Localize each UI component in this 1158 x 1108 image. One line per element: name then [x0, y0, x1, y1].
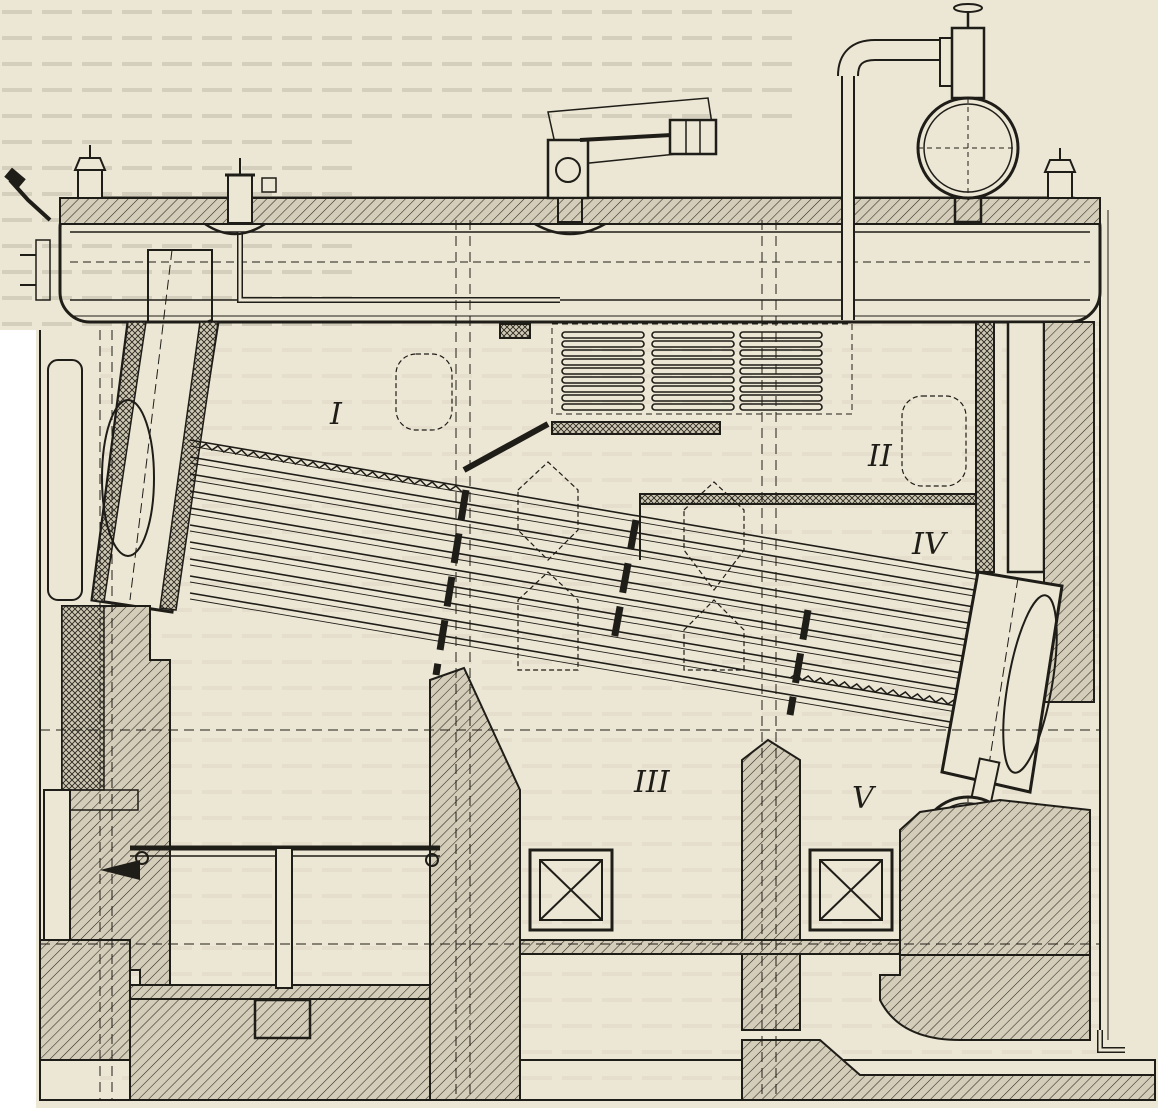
- water-tube-wall: [189, 581, 981, 717]
- lever-safety-valve: [546, 97, 718, 223]
- superheater-coil-loop: [739, 349, 823, 357]
- feed-valve: [225, 158, 277, 224]
- superheater-coil-loop: [561, 394, 645, 402]
- superheater-coil-loop: [651, 394, 735, 402]
- water-tube: [189, 456, 981, 592]
- bleed-through-text-top: [360, 0, 800, 120]
- zone-label-3: III: [633, 765, 671, 800]
- furnace-grate: [100, 845, 440, 989]
- safety-valve-left: [73, 145, 107, 199]
- baffle-upper: [462, 323, 721, 473]
- water-tube: [189, 490, 981, 626]
- superheater-coil-loop: [739, 331, 823, 339]
- water-tube-wall: [189, 462, 981, 598]
- superheater-coil-loop: [739, 385, 823, 393]
- rear-header: [940, 570, 1064, 817]
- water-gauge: [4, 167, 52, 301]
- steam-separator: [837, 3, 1020, 320]
- water-tube-wall: [189, 479, 981, 615]
- superheater-coil-loop: [651, 358, 735, 366]
- zone-label-1: I: [329, 397, 343, 432]
- superheater-coil-loop: [561, 385, 645, 393]
- superheater-coil-loop: [561, 340, 645, 348]
- water-tube-wall: [189, 513, 981, 649]
- superheater-coil-loop: [651, 403, 735, 411]
- bleed-through-text-left: [0, 0, 360, 330]
- superheater: [551, 323, 853, 415]
- soot-blower-nozzles: [395, 353, 967, 671]
- brick-setting: [39, 330, 1156, 1101]
- superheater-coil-loop: [561, 376, 645, 384]
- water-tube: [189, 473, 981, 609]
- baffle-dividers: [432, 489, 812, 716]
- superheater-coil-loop: [561, 367, 645, 375]
- buckstays: [40, 220, 1100, 1100]
- superheater-coil-loop: [739, 367, 823, 375]
- superheater-coil-loop: [739, 358, 823, 366]
- water-tube-wall: [189, 598, 981, 734]
- water-tube-wall: [189, 530, 981, 666]
- superheater-coil-loop: [651, 331, 735, 339]
- superheater-coil-loop: [739, 376, 823, 384]
- water-tube: [189, 524, 981, 660]
- superheater-coil-loop: [739, 340, 823, 348]
- superheater-coil-loop: [739, 403, 823, 411]
- zone-label-4: IV: [911, 527, 949, 562]
- superheater-coil-loop: [651, 385, 735, 393]
- superheater-coil-loop: [561, 403, 645, 411]
- superheater-coil-loop: [651, 376, 735, 384]
- water-tube: [189, 575, 981, 711]
- superheater-coil-loop: [739, 394, 823, 402]
- zone-label-2: II: [867, 439, 893, 474]
- water-tube: [189, 439, 981, 575]
- safety-valve-right: [1043, 148, 1077, 199]
- rear-uptake: [975, 210, 1125, 1053]
- superheater-coil-loop: [651, 349, 735, 357]
- superheater-coil-loop: [561, 349, 645, 357]
- front-header: [90, 249, 220, 614]
- tube-zig-zag-lower: [789, 673, 961, 707]
- superheater-coil-loop: [651, 367, 735, 375]
- cleaning-door-1: [528, 848, 614, 932]
- cleaning-door-2: [808, 848, 894, 932]
- water-tube-wall: [189, 445, 981, 581]
- furnace-front: [43, 359, 139, 941]
- scan-crop: [0, 330, 36, 1108]
- superheater-coil-loop: [561, 331, 645, 339]
- superheater-coil-loop: [561, 358, 645, 366]
- water-tube-wall: [189, 564, 981, 700]
- superheater-coil-loop: [651, 340, 735, 348]
- water-tube-wall: [189, 496, 981, 632]
- water-tube: [189, 541, 981, 677]
- water-tube-bank: [189, 439, 981, 734]
- water-tube-wall: [189, 547, 981, 683]
- water-tube: [189, 558, 981, 694]
- superheater-coils: [561, 331, 823, 411]
- zone-label-5: V: [852, 781, 877, 816]
- tube-zig-zag-upper: [199, 443, 463, 493]
- water-tube: [189, 507, 981, 643]
- water-tube: [189, 592, 981, 728]
